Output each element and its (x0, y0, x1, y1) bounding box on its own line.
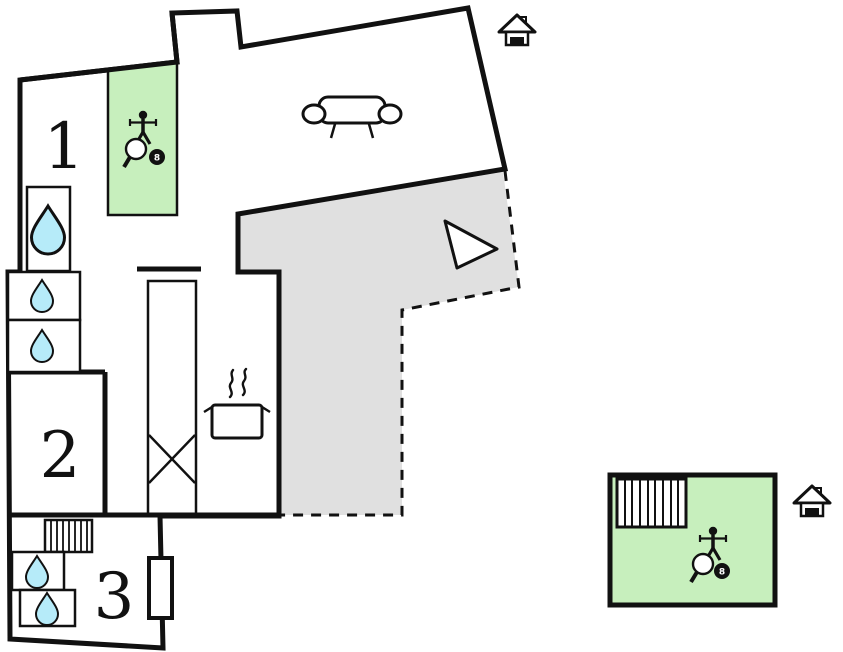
stove-pot-icon (210, 403, 264, 440)
eight-ball-icon (149, 149, 165, 165)
direction-triangle-icon (443, 219, 499, 270)
radiator-fins (50, 521, 88, 551)
room-1-label: 1 (44, 110, 85, 184)
cross-marker-icon (148, 434, 196, 484)
steam-icon (228, 368, 235, 399)
eight-ball-label: 8 (719, 568, 725, 578)
sofa-arm-right (377, 103, 403, 125)
house-icon (497, 13, 537, 47)
corridor-shaft (146, 279, 198, 516)
outline-restroke-top-left (19, 12, 180, 83)
terrace-area (238, 172, 519, 515)
eight-ball-label: 8 (154, 154, 160, 164)
terrace-dashed-border (281, 170, 521, 517)
activity-area-main (106, 60, 179, 217)
room-3-label: 3 (94, 560, 135, 634)
pot-handle-left (203, 405, 213, 414)
sofa-body (317, 95, 387, 125)
room-2-label: 2 (40, 419, 81, 493)
stairs-steps (624, 480, 679, 526)
house-icon (792, 484, 832, 518)
sofa-arm-left (301, 103, 327, 125)
stairs-icon (615, 477, 688, 529)
sofa-leg-left (329, 123, 337, 139)
pot-handle-right (261, 405, 271, 414)
steam-icon (241, 367, 248, 397)
eight-ball-icon (714, 563, 730, 579)
entry-door (147, 556, 174, 620)
sofa-leg-right (367, 123, 375, 139)
sofa-icon (301, 95, 403, 139)
